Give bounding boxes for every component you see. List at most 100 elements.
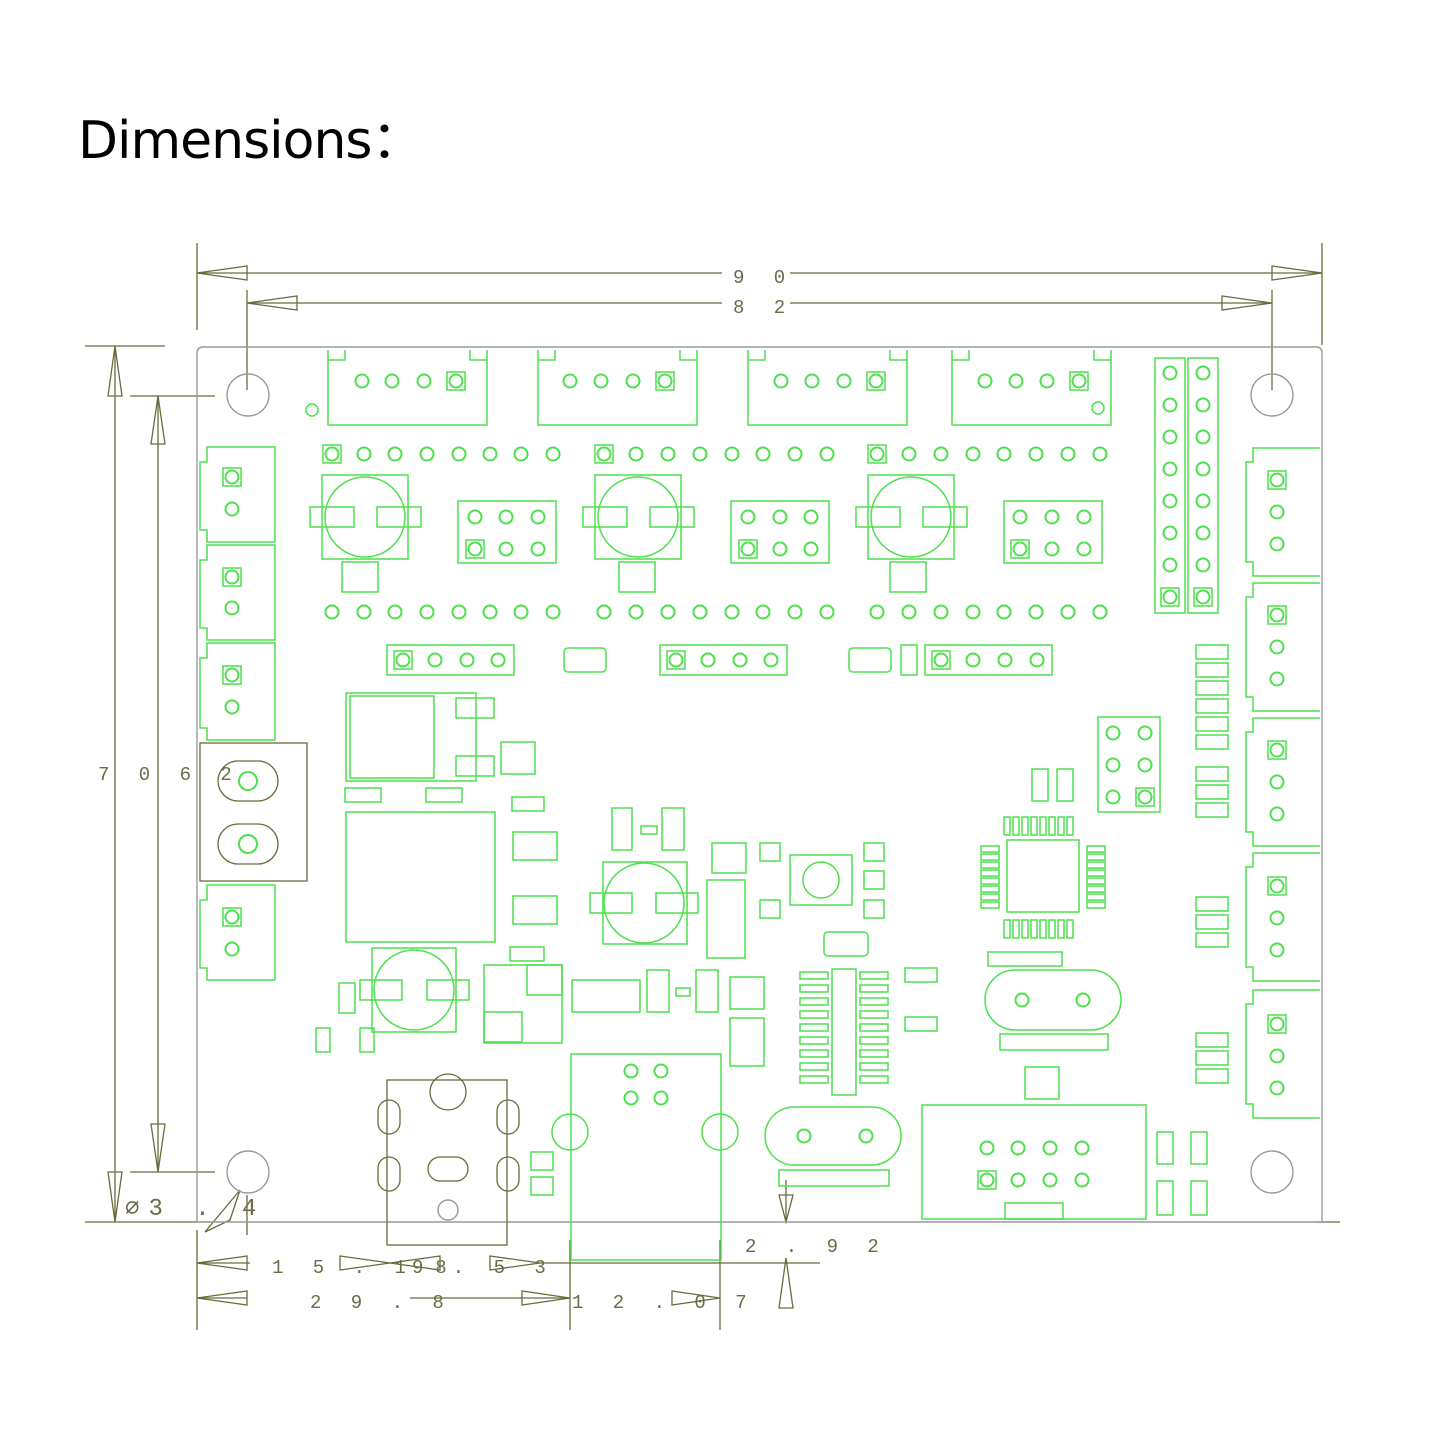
pad bbox=[545, 604, 561, 620]
pad-square bbox=[867, 444, 887, 464]
pad bbox=[965, 446, 981, 462]
pad bbox=[419, 446, 435, 462]
pad bbox=[1012, 541, 1028, 557]
pad bbox=[1074, 1140, 1090, 1156]
pad bbox=[773, 373, 789, 389]
pad bbox=[1092, 446, 1108, 462]
pad bbox=[724, 604, 740, 620]
pad-square bbox=[1160, 587, 1180, 607]
pad bbox=[755, 604, 771, 620]
smd-pad bbox=[1086, 901, 1106, 909]
pad bbox=[1076, 541, 1092, 557]
pad bbox=[1269, 806, 1285, 822]
pad bbox=[660, 446, 676, 462]
pad-square bbox=[1267, 876, 1287, 896]
mount-hole-bottom-left bbox=[226, 1150, 270, 1194]
dim-offset-9: 9 . 5 3 bbox=[412, 1257, 555, 1279]
pad-square bbox=[1010, 539, 1030, 559]
smd-pad bbox=[1195, 680, 1229, 696]
page-title: Dimensions： bbox=[78, 111, 423, 171]
pad bbox=[1044, 541, 1060, 557]
pad bbox=[1028, 446, 1044, 462]
dim-hole-span: 8 2 bbox=[733, 297, 794, 319]
pad bbox=[1162, 365, 1178, 381]
dim-offset-15: 1 5 . 1 8 bbox=[272, 1257, 456, 1279]
pcb-components bbox=[199, 350, 1320, 1261]
pad bbox=[933, 652, 949, 668]
smd-pad bbox=[1195, 734, 1229, 750]
smd-pad bbox=[859, 1075, 889, 1084]
pad bbox=[1039, 373, 1055, 389]
pad bbox=[787, 604, 803, 620]
pad bbox=[623, 1090, 639, 1106]
pad bbox=[819, 604, 835, 620]
pad bbox=[1269, 472, 1285, 488]
pad-square bbox=[1267, 605, 1287, 625]
pad bbox=[1269, 607, 1285, 623]
pad-square bbox=[594, 444, 614, 464]
pad bbox=[1269, 742, 1285, 758]
pad bbox=[482, 604, 498, 620]
pad-square bbox=[977, 1170, 997, 1190]
pad bbox=[1162, 429, 1178, 445]
pad bbox=[1075, 992, 1091, 1008]
smd-pad bbox=[980, 877, 1000, 885]
smd-pad bbox=[1195, 662, 1229, 678]
pad bbox=[1028, 604, 1044, 620]
pad bbox=[467, 509, 483, 525]
pad bbox=[668, 652, 684, 668]
pad bbox=[1162, 557, 1178, 573]
pad bbox=[965, 604, 981, 620]
smd-pad bbox=[1030, 919, 1038, 939]
pad bbox=[356, 604, 372, 620]
pad bbox=[1269, 942, 1285, 958]
pad bbox=[869, 446, 885, 462]
smd-pad bbox=[799, 1049, 829, 1058]
pad bbox=[1010, 1140, 1026, 1156]
pad bbox=[1195, 429, 1211, 445]
smd-pad bbox=[1086, 861, 1106, 869]
pad bbox=[657, 373, 673, 389]
pad bbox=[1162, 589, 1178, 605]
pad bbox=[224, 569, 240, 585]
pad bbox=[796, 1128, 812, 1144]
pad bbox=[1044, 509, 1060, 525]
smd-pad bbox=[799, 1075, 829, 1084]
pad bbox=[1195, 557, 1211, 573]
smd-pad bbox=[980, 861, 1000, 869]
pad bbox=[387, 604, 403, 620]
pad bbox=[224, 699, 240, 715]
smd-pad bbox=[799, 971, 829, 980]
dim-height: 7 0 6 2 bbox=[98, 764, 241, 786]
smd-pad bbox=[1048, 816, 1056, 836]
pad bbox=[1162, 525, 1178, 541]
pad bbox=[1269, 1048, 1285, 1064]
pad bbox=[498, 509, 514, 525]
pad bbox=[787, 446, 803, 462]
pad bbox=[1105, 725, 1121, 741]
smd-pad bbox=[1066, 816, 1074, 836]
pad bbox=[740, 541, 756, 557]
smd-pad bbox=[1195, 896, 1229, 912]
pad bbox=[933, 446, 949, 462]
mount-hole-top-right bbox=[1250, 373, 1294, 417]
pad bbox=[395, 652, 411, 668]
pad-square bbox=[1193, 587, 1213, 607]
pad bbox=[858, 1128, 874, 1144]
pad bbox=[1195, 365, 1211, 381]
pad-square bbox=[1069, 371, 1089, 391]
pad bbox=[387, 446, 403, 462]
pad bbox=[562, 373, 578, 389]
pad bbox=[1162, 493, 1178, 509]
smd-pad bbox=[1086, 845, 1106, 853]
pad bbox=[901, 604, 917, 620]
pad bbox=[354, 373, 370, 389]
pad bbox=[803, 509, 819, 525]
pad bbox=[1071, 373, 1087, 389]
pad bbox=[490, 652, 506, 668]
pad bbox=[1014, 992, 1030, 1008]
pad bbox=[1269, 536, 1285, 552]
pad bbox=[1162, 461, 1178, 477]
smd-pad bbox=[980, 853, 1000, 861]
